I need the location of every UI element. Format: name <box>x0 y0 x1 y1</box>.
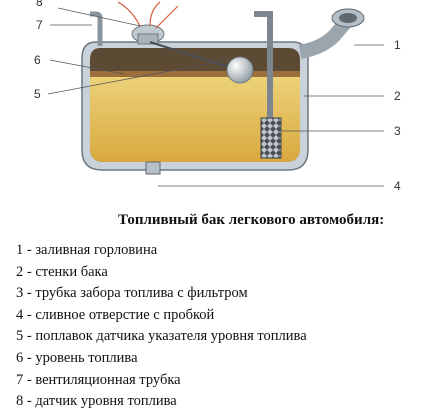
legend-item-1: 1 - заливная горловина <box>16 242 158 258</box>
sensor-wires <box>117 1 179 29</box>
legend-item-8: 8 - датчик уровня топлива <box>16 393 177 410</box>
legend-item-5: 5 - поплавок датчика указателя уровня то… <box>16 328 307 345</box>
filler-neck <box>298 17 352 59</box>
callout-5: 5 <box>34 87 41 101</box>
filler-opening <box>339 13 357 23</box>
callout-7: 7 <box>36 18 43 32</box>
level-sensor-body <box>137 33 159 45</box>
fuel-surface <box>90 71 300 77</box>
diagram-caption: Топливный бак легкового автомобиля: <box>118 212 385 228</box>
vent-tube <box>90 11 103 46</box>
callout-3: 3 <box>394 124 401 138</box>
callout-8: 8 <box>36 0 43 9</box>
callout-2: 2 <box>394 89 401 103</box>
pickup-filter <box>260 117 282 159</box>
legend-item-7: 7 - вентиляционная трубка <box>16 371 181 388</box>
pickup-tube <box>254 11 273 120</box>
callout-4: 4 <box>394 179 401 193</box>
float-ball <box>226 56 254 84</box>
legend-item-6: 6 - уровень топлива <box>16 349 138 366</box>
drain-plug <box>145 161 161 175</box>
fuel-tank-diagram: 8 7 6 5 1 2 3 4 <box>34 0 401 193</box>
parts-legend: 1 - заливная горловина 2 - стенки бака 3… <box>16 240 307 413</box>
callout-6: 6 <box>34 53 41 67</box>
legend-item-2: 2 - стенки бака <box>16 263 108 280</box>
callout-1: 1 <box>394 38 401 52</box>
legend-item-4: 4 - сливное отверстие с пробкой <box>16 306 215 323</box>
legend-item-3: 3 - трубка забора топлива с фильтром <box>16 285 248 302</box>
float-arm <box>149 41 233 69</box>
